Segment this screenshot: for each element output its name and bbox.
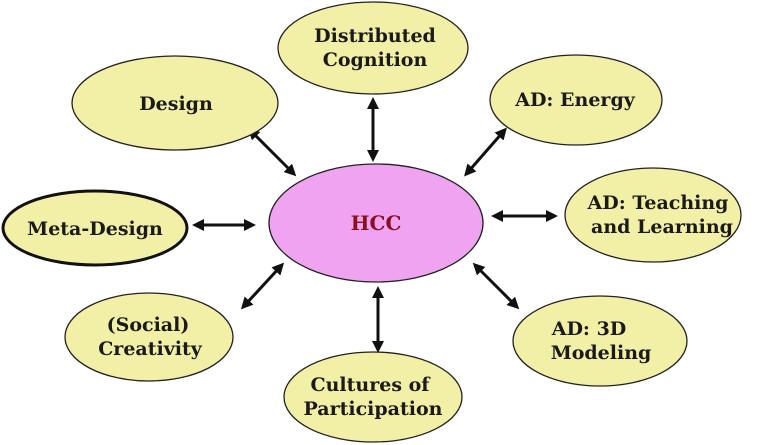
node-label-line-1: Cultures of — [310, 374, 431, 396]
node-ellipse — [564, 167, 742, 263]
node-ellipse — [64, 292, 234, 382]
arrow-ad-3d-modeling — [472, 262, 520, 310]
hcc-label: HCC — [351, 211, 402, 235]
node-label-line-1: Distributed — [314, 25, 436, 47]
node-ellipse — [71, 55, 279, 151]
node-ellipse — [283, 351, 463, 443]
arrow-ad-energy — [464, 127, 507, 177]
node-label-line-2: Modeling — [551, 342, 652, 364]
hcc-center-node: HCC — [268, 163, 484, 283]
node-label-line-1: Meta-Design — [27, 218, 163, 240]
node-label-line-1: (Social) — [107, 314, 190, 336]
node-ellipse — [489, 54, 663, 146]
node-ad-3d-modeling: AD: 3D Modeling — [512, 295, 688, 387]
node-label-line-1: AD: Teaching — [587, 192, 729, 214]
arrow-design — [247, 127, 297, 177]
node-cultures-of-participation: Cultures of Participation — [283, 351, 463, 443]
node-label-line-1: AD: 3D — [551, 318, 627, 340]
node-label-line-2: and Learning — [591, 216, 733, 238]
hcc-ellipse — [268, 163, 484, 283]
node-label-line-2: Creativity — [98, 338, 203, 360]
node-meta-design: Meta-Design — [1, 189, 189, 267]
node-social-creativity: (Social) Creativity — [64, 292, 234, 382]
node-ad-teaching-learning: AD: Teaching and Learning — [564, 167, 742, 263]
arrow-social-creativity — [240, 262, 285, 310]
node-label-line-1: Design — [139, 93, 213, 115]
node-ellipse — [512, 295, 688, 387]
node-label-line-2: Cognition — [323, 49, 428, 71]
node-label-line-1: AD: Energy — [514, 89, 636, 111]
node-distributed-cognition: Distributed Cognition — [277, 1, 469, 95]
node-ellipse — [1, 189, 189, 267]
node-ad-energy: AD: Energy — [489, 54, 663, 146]
node-ellipse — [277, 1, 469, 95]
connector-arrows — [192, 97, 558, 353]
node-design: Design — [71, 55, 279, 151]
node-label-line-2: Participation — [304, 398, 443, 420]
